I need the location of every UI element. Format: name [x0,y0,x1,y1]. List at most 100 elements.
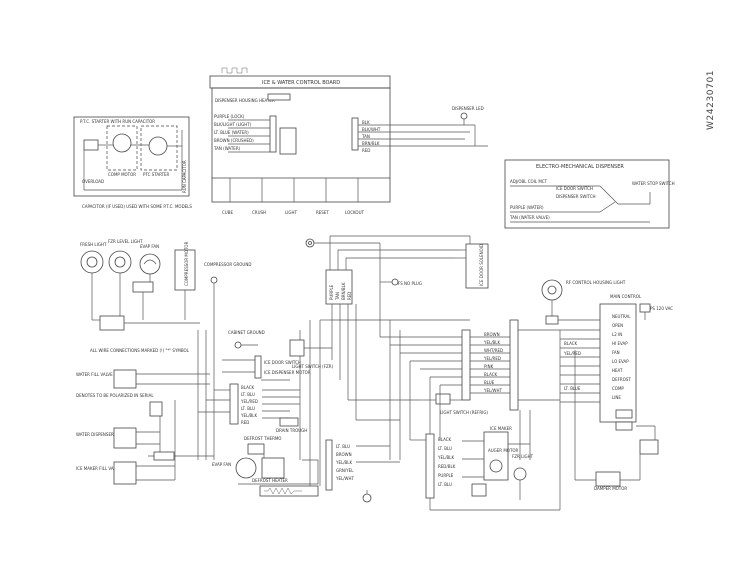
main-term-6: HEAT [612,368,623,373]
dispenser-led-label: DISPENSER LED [452,106,484,111]
defrost-terminal: LT. BLU BROWN YEL/BLK GRN/YEL YEL/WHT [325,439,400,503]
iw-btn-crush: CRUSH [252,210,266,215]
main-term-7: DEFROST [612,377,631,382]
top-mid-wire-0: PURPLE [329,284,334,300]
main-term-9: LINE [612,395,621,400]
plug-label: FS NO PLUG [398,281,422,286]
left-wire-1: LT. BLU [241,392,255,397]
ice-door-label: ICE DOOR SWITCH [264,360,301,365]
ptc-note: CAPACITOR (IF USED) USED WITH SOME P.T.C… [82,204,192,209]
ptc-ptc-starter: PTC STARTER [143,172,170,177]
rf-control-label: RF CONTROL HOUSING LIGHT [566,280,626,285]
ice-wire-3: RED/BLK [438,464,456,469]
top-mid-wire-2: BRN/BLK [341,282,346,300]
compressor-motor-label: COMPRESSOR MOTOR [184,241,189,286]
main-term-3: HI EVAP [612,341,628,346]
electro-label-3: PURPLE (WATER) [510,205,544,210]
defrost-wire-4: YEL/WHT [335,476,355,481]
power-plug-label: PS 120 VAC [650,306,673,311]
electro-label-2: DISPENSER SWITCH [556,194,596,199]
ptc-starter-section: P.T.C. STARTER WITH RUN CAPACITOR OVERLO… [73,116,192,209]
ice-wire-5: LT. BLU [438,482,452,487]
fzr-light2-label: FZR LIGHT [512,454,534,459]
main-term-1: OPEN [612,323,623,328]
iw-left-1: BLK/LIGHT (LIGHT) [214,122,252,127]
ice-water-control-board: ICE & WATER CONTROL BOARD DISPENSER HOUS… [209,67,488,215]
harness-wire-1: YEL/BLK [483,340,501,345]
fridge-light-label: FRESH LIGHT [80,242,107,247]
water-valve-label: ICE MAKER FILL VALVE [76,466,121,471]
iw-left-2: LT. BLUE (WATER) [214,130,249,135]
iw-right-0: BLK [362,120,370,125]
left-wire-5: RED [241,420,249,425]
electro-label-4: TAN (WATER VALVE) [509,215,550,220]
right-wire-1: YEL/RED [563,351,581,356]
disp-valve-label: WATER DISPENSER VALVE [76,432,128,437]
main-term-5: LO EVAP [612,359,629,364]
right-section: RF CONTROL HOUSING LIGHT PS 120 VAC MAIN… [541,279,673,510]
iw-left-3: BROWN (CRUSHED) [214,138,254,143]
iw-btn-cube: CUBE [222,210,233,215]
harness-wire-3: YEL/RED [483,356,501,361]
light-switch-group: LIGHT SWITCH (FZR) LIGHT SWITCH (REFRIG) [289,339,488,415]
iw-btn-reset: RESET [316,210,329,215]
ice-wire-1: LT. BLU [438,446,452,451]
defrost-thermo-label: DEFROST THERMO [244,436,281,441]
defrost-wire-1: BROWN [336,452,352,457]
fill-valve-label: WATER FILL VALVE [76,372,113,377]
left-wire-4: YEL/BLK [240,413,258,418]
dispenser-housing-label: DISPENSER HOUSING HEATER [215,98,275,103]
iw-btn-light: LIGHT [285,210,298,215]
damper-label: DAMPER MOTOR [594,486,627,491]
ice-wire-0: BLACK [438,437,452,442]
defrost-wire-3: GRN/YEL [336,468,354,473]
ptc-comp-motor: COMP MOTOR [108,172,136,177]
defrost-heater-label: DEFROST HEATER [252,478,288,483]
ice-maker-label: ICE MAKER [490,426,512,431]
ptc-overload: OVERLOAD [82,179,104,184]
top-mid-wiring: PURPLE TAN BRN/BLK RED ICE DOOR SOLENOID… [305,235,489,421]
left-harness: BLACK LT. BLU YEL/RED LT. BLU YEL/BLK RE… [198,383,307,433]
electro-label-1: ICE DOOR SWITCH [556,186,593,191]
electro-title: ELECTRO-MECHANICAL DISPENSER [536,164,624,170]
main-control-label: MAIN CONTROL [610,294,642,299]
evap-fan-bottom-label: EVAP FAN [212,462,231,467]
iw-right-3: BRN/BLK [362,141,380,146]
iw-right-4: RED [362,148,370,153]
iw-left-4: TAN (WATER) [213,146,241,151]
central-harness: BROWN YEL/BLK WHT/RED YEL/RED PINK BLACK… [379,300,560,460]
main-term-8: COMP [612,386,624,391]
electro-label-0: ADJ/OBL COIL MCT [510,179,548,184]
harness-wire-6: BLUE [484,380,495,385]
main-term-4: FAN [612,350,620,355]
light-switch2-label: LIGHT SWITCH (REFRIG) [440,410,488,415]
harness-wire-2: WHT/RED [484,348,503,353]
doc-id: W24230701 [706,70,716,130]
auger-label: AUGER MOTOR [488,448,519,453]
defrost-wire-0: LT. BLU [336,444,350,449]
ice-bucket-label: ICE DOOR SOLENOID [479,244,484,286]
top-mid-wire-3: RED [347,292,352,300]
main-term-0: NEUTRAL [612,314,631,319]
evap-fan-label: EVAP FAN [140,244,159,249]
compressor-ground-label: COMPRESSOR GROUND [204,262,251,267]
main-term-2: L2 IN [612,332,622,337]
electro-mechanical-dispenser: ELECTRO-MECHANICAL DISPENSER ADJ/OBL COI… [504,159,675,229]
right-wire-2: LT. BLUE [564,386,581,391]
ice-water-title: ICE & WATER CONTROL BOARD [262,80,340,86]
iw-right-1: BLK/WHT [362,127,381,132]
left-wire-2: YEL/RED [240,399,258,404]
ice-door-group: ICE DOOR SWITCH ICE DISPENSER MOTOR [222,355,311,381]
ice-maker-section: BLACK LT. BLU YEL/BLK RED/BLK PURPLE LT.… [410,426,560,511]
ptc-run-capacitor: RUN CAPACITOR [182,160,187,193]
right-wire-0: BLACK [564,341,578,346]
light-switch-label: LIGHT SWITCH (FZR) [292,364,334,369]
defrost-wire-2: YEL/BLK [335,460,353,465]
ice-motor-label: ICE DISPENSER MOTOR [264,370,311,375]
cabinet-ground-label: CABINET GROUND [228,330,265,335]
iw-right-2: TAN [361,134,370,139]
wire-note: ALL WIRE CONNECTIONS MARKED (!) "*" SYMB… [90,348,190,353]
harness-wire-0: BROWN [484,332,500,337]
iw-btn-lockout: LOCKOUT [345,210,365,215]
